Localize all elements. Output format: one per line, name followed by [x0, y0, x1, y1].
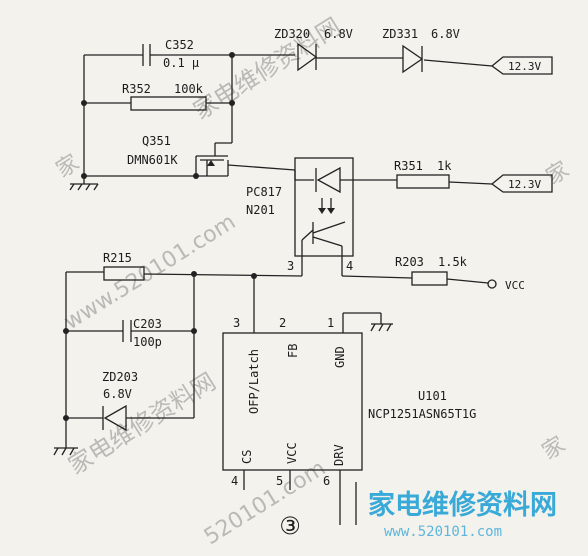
u101-pin-gnd: GND — [333, 346, 347, 368]
u101-pin-num-5: 5 — [276, 474, 283, 488]
pc817-ref: N201 — [246, 203, 275, 217]
zd203-ref: ZD203 — [102, 370, 138, 384]
net-tag-12v-top: 12.3V — [490, 56, 553, 75]
u101-pin-num-4: 4 — [231, 474, 238, 488]
ground-symbol-top — [69, 183, 99, 191]
zener-zd203: ZD203 6.8V — [102, 370, 138, 432]
brand-logo: 家电维修资料网 www.520101.com — [364, 484, 582, 546]
c352-value: 0.1 μ — [163, 56, 199, 70]
net-12v-top-label: 12.3V — [508, 60, 541, 73]
c203-value: 100p — [133, 335, 162, 349]
u101-pin-num-6: 6 — [323, 474, 330, 488]
u101-pin-fb: FB — [286, 344, 300, 358]
junction-dots — [63, 52, 257, 421]
watermark-char-right-lower: 家 — [538, 432, 570, 465]
pc817-pin4: 4 — [346, 259, 353, 273]
r352-value: 100k — [174, 82, 204, 96]
u101-pin-cs: CS — [240, 450, 254, 464]
mosfet-q351: Q351 DMN601K — [127, 134, 228, 176]
net-tag-12v-mid: 12.3V — [490, 174, 553, 193]
u101-ref: U101 — [418, 389, 447, 403]
net-12v-mid-label: 12.3V — [508, 178, 541, 191]
optocoupler-pc817: PC817 N201 3 4 — [246, 157, 354, 273]
zd320-value: 6.8V — [324, 27, 353, 41]
figure-number-text: ③ — [279, 512, 301, 540]
zd320-ref: ZD320 — [274, 27, 310, 41]
u101-pin-drv: DRV — [332, 444, 346, 466]
vcc-net-label: VCC — [505, 279, 525, 292]
q351-part: DMN601K — [127, 153, 178, 167]
resistor-r203: R203 1.5k — [395, 255, 468, 286]
watermark-char-right: 家 — [542, 157, 574, 190]
zd203-value: 6.8V — [103, 387, 132, 401]
watermark-char-left: 家 — [52, 150, 84, 183]
ic-u101: 3 2 1 4 5 6 OFP/Latch FB GND CS VCC DRV … — [222, 316, 476, 488]
c203-ref: C203 — [133, 317, 162, 331]
zd331-value: 6.8V — [431, 27, 460, 41]
u101-pin-num-1: 1 — [327, 316, 334, 330]
pc817-part: PC817 — [246, 185, 282, 199]
r351-value: 1k — [437, 159, 452, 173]
pc817-pin3: 3 — [287, 259, 294, 273]
c352-ref: C352 — [165, 38, 194, 52]
watermark-brand-diagonal: 家电维修资料网 — [188, 12, 345, 125]
capacitor-c352: C352 0.1 μ — [142, 38, 199, 70]
capacitor-c203: C203 100p — [122, 317, 162, 349]
u101-part: NCP1251ASN65T1G — [368, 407, 476, 421]
r215-ref: R215 — [103, 251, 132, 265]
figure-number: ③ — [279, 512, 301, 540]
resistor-r215: R215 — [103, 251, 145, 281]
u101-pin-num-3: 3 — [233, 316, 240, 330]
q351-ref: Q351 — [142, 134, 171, 148]
ground-symbol-bottom — [53, 447, 78, 456]
u101-pin-ofp: OFP/Latch — [247, 349, 261, 414]
r203-ref: R203 — [395, 255, 424, 269]
r203-value: 1.5k — [438, 255, 468, 269]
watermark-brand-lower: 家电维修资料网 — [63, 367, 220, 480]
brand-logo-text: 家电维修资料网 — [368, 489, 557, 521]
resistor-r352: R352 100k — [122, 82, 207, 111]
r352-ref: R352 — [122, 82, 151, 96]
u101-pin-num-2: 2 — [279, 316, 286, 330]
zd331-ref: ZD331 — [382, 27, 418, 41]
brand-logo-url: www.520101.com — [384, 524, 502, 540]
u101-pin-vcc: VCC — [285, 442, 299, 464]
zener-zd320: ZD320 6.8V — [274, 27, 353, 72]
zener-zd331: ZD331 6.8V — [382, 27, 460, 74]
vcc-terminal: VCC — [487, 279, 525, 292]
ground-symbol-u101 — [370, 323, 393, 332]
lower-wires — [65, 256, 489, 525]
resistor-r351: R351 1k — [394, 159, 452, 189]
r351-ref: R351 — [394, 159, 423, 173]
